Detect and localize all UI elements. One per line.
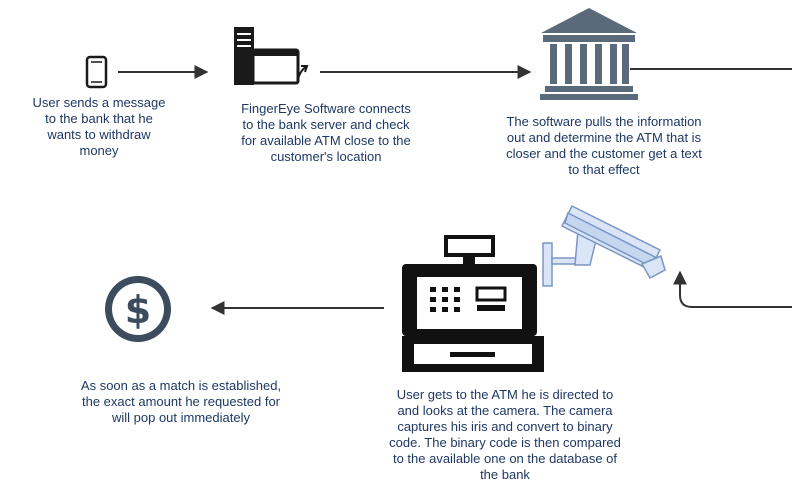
caption-fingereye-connects: FingerEye Software connects to the bank … — [208, 101, 444, 165]
caption-line: out and determine the ATM that is — [506, 130, 702, 145]
caption-line: closer and the customer get a text — [506, 146, 702, 161]
caption-user-sends-message: User sends a message to the bank that he… — [4, 95, 194, 159]
caption-line: to the available one on the database of — [392, 451, 618, 466]
caption-line: money — [79, 143, 119, 158]
caption-line: code. The binary code is then compared — [389, 435, 621, 450]
caption-cash-out: As soon as a match is established, the e… — [40, 378, 322, 426]
caption-line: and looks at the camera. The camera — [397, 403, 613, 418]
caption-line: wants to withdraw — [47, 127, 151, 142]
caption-line: User sends a message — [32, 95, 166, 110]
caption-line: captures his iris and convert to binary — [397, 419, 613, 434]
cash-register-icon — [402, 235, 544, 372]
dollar-icon: $ — [105, 276, 171, 342]
caption-line: As soon as a match is established, — [80, 378, 282, 393]
caption-line: customer's location — [270, 149, 382, 164]
caption-line: FingerEye Software connects — [241, 101, 411, 116]
caption-line: will pop out immediately — [111, 410, 250, 425]
server-icon — [234, 27, 309, 85]
security-camera-icon — [542, 204, 666, 287]
caption-line: the exact amount he requested for — [81, 394, 280, 409]
caption-line: to the bank server and check — [242, 117, 410, 132]
caption-line: the bank — [480, 467, 530, 482]
caption-line: for available ATM close to the — [241, 133, 411, 148]
phone-icon — [85, 55, 108, 89]
caption-line: to that effect — [568, 162, 640, 177]
caption-line: User gets to the ATM he is directed to — [396, 387, 614, 402]
bank-icon — [540, 8, 638, 100]
caption-software-pulls-info: The software pulls the information out a… — [466, 114, 742, 178]
arrow-edge-to-camera — [673, 270, 792, 308]
caption-line: to the bank that he — [45, 111, 153, 126]
svg-text:$: $ — [125, 288, 151, 332]
caption-line: The software pulls the information — [506, 114, 702, 129]
caption-atm-camera: User gets to the ATM he is directed to a… — [340, 387, 670, 483]
